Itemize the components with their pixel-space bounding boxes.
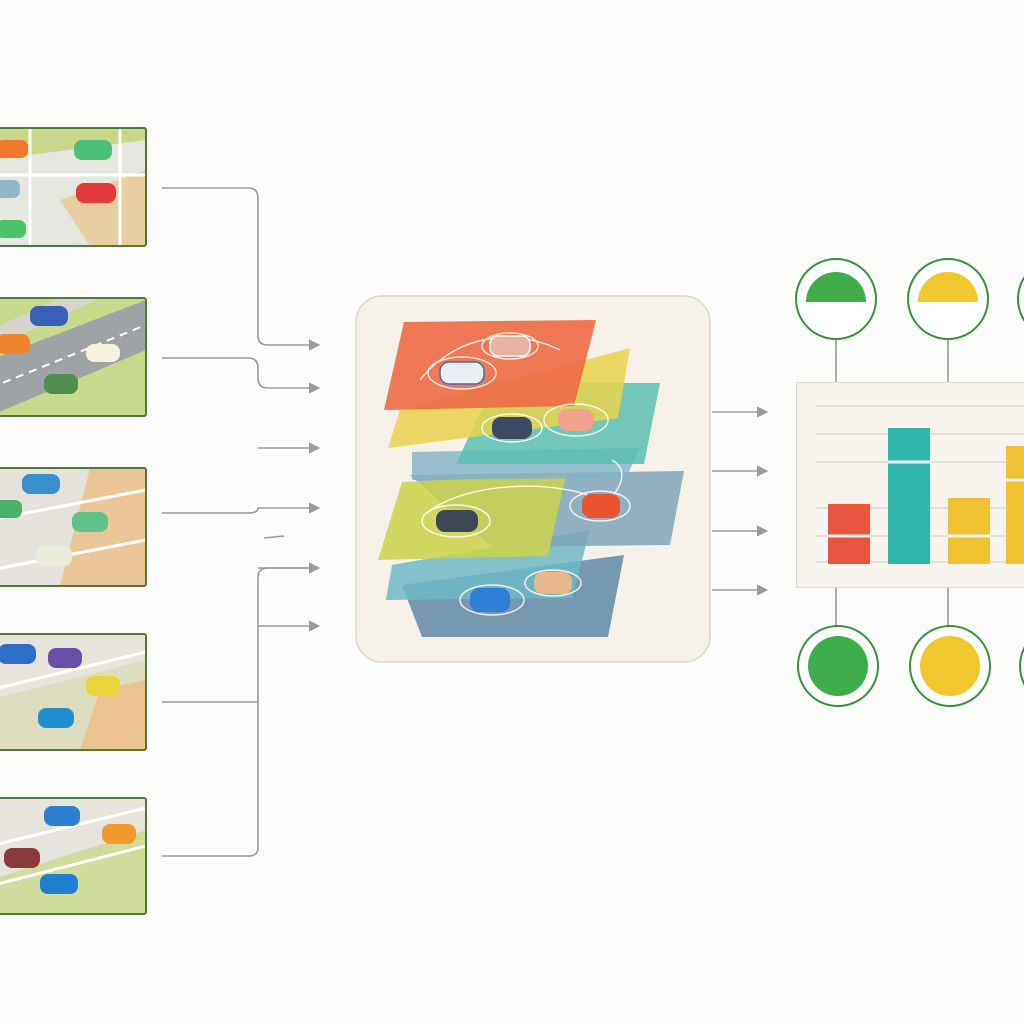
input-scene-1-frame (0, 127, 147, 247)
filled-circle-icon (920, 636, 980, 696)
bar-red (828, 504, 870, 564)
half-filled-circle-icon (806, 272, 866, 302)
layered-map-stack-icon (378, 320, 684, 637)
indicator-bottom-yellow (909, 625, 991, 707)
bar-teal (888, 428, 930, 564)
input-scene-5 (0, 798, 146, 914)
input-scene-3 (0, 468, 146, 586)
car-icon (582, 494, 620, 518)
connector-stub (263, 535, 285, 539)
filled-circle-icon (808, 636, 868, 696)
layer-orange (384, 320, 596, 410)
indicator-top-green (795, 258, 877, 340)
connector-5 (162, 567, 318, 857)
input-scene-3-frame (0, 467, 147, 587)
bar-chart-icon (796, 382, 1024, 588)
car-icon (439, 361, 485, 385)
car-icon (489, 335, 531, 357)
car-icon (534, 572, 572, 594)
input-scene-4-frame (0, 633, 147, 751)
vehicles (436, 335, 620, 612)
bottom-indicators (797, 625, 1024, 707)
input-scene-4 (0, 634, 146, 750)
bar-highlights (828, 460, 1024, 538)
input-scene-1 (0, 128, 146, 246)
top-indicator-stems (835, 340, 949, 382)
car-icon (470, 588, 510, 612)
indicator-bottom-partial (1019, 646, 1024, 686)
input-scene-2 (0, 298, 146, 416)
car-icon (558, 409, 594, 431)
indicator-top-partial (1017, 276, 1024, 322)
connector-4 (162, 502, 321, 514)
indicator-bottom-green (797, 625, 879, 707)
half-filled-circle-icon (918, 272, 978, 302)
top-indicators (795, 258, 1024, 340)
output-connectors (712, 340, 949, 626)
input-scene-5-frame (0, 797, 147, 915)
connector-2 (162, 357, 321, 394)
trajectory-lines (419, 332, 631, 616)
car-icon (492, 417, 532, 439)
input-scene-2-frame (0, 297, 147, 417)
connector-1 (162, 187, 321, 351)
bar-yellow (948, 498, 990, 564)
input-connectors (162, 187, 321, 857)
bar-yellow-2 (1006, 446, 1024, 564)
car-icon (436, 510, 478, 532)
indicator-top-yellow (907, 258, 989, 340)
bottom-indicator-stems (835, 588, 949, 626)
